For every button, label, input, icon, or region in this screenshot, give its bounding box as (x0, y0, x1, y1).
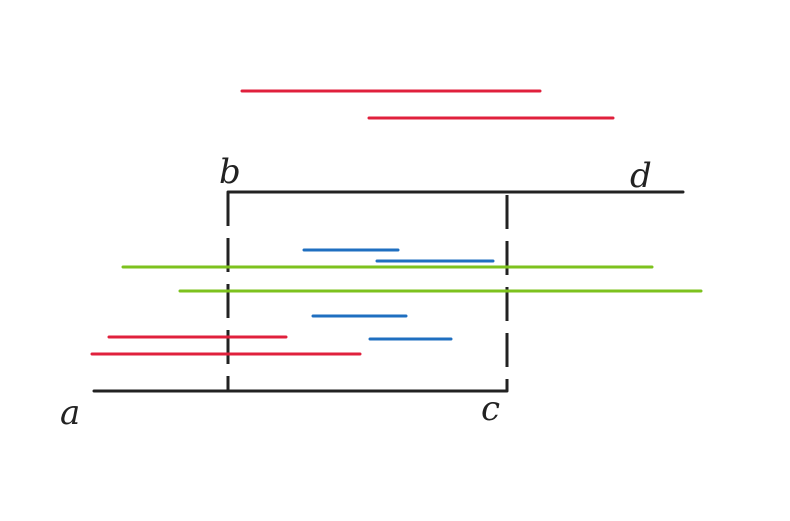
label-c: c (481, 389, 500, 429)
label-a: a (60, 393, 80, 433)
label-d: d (630, 156, 652, 196)
label-b: b (219, 152, 241, 192)
